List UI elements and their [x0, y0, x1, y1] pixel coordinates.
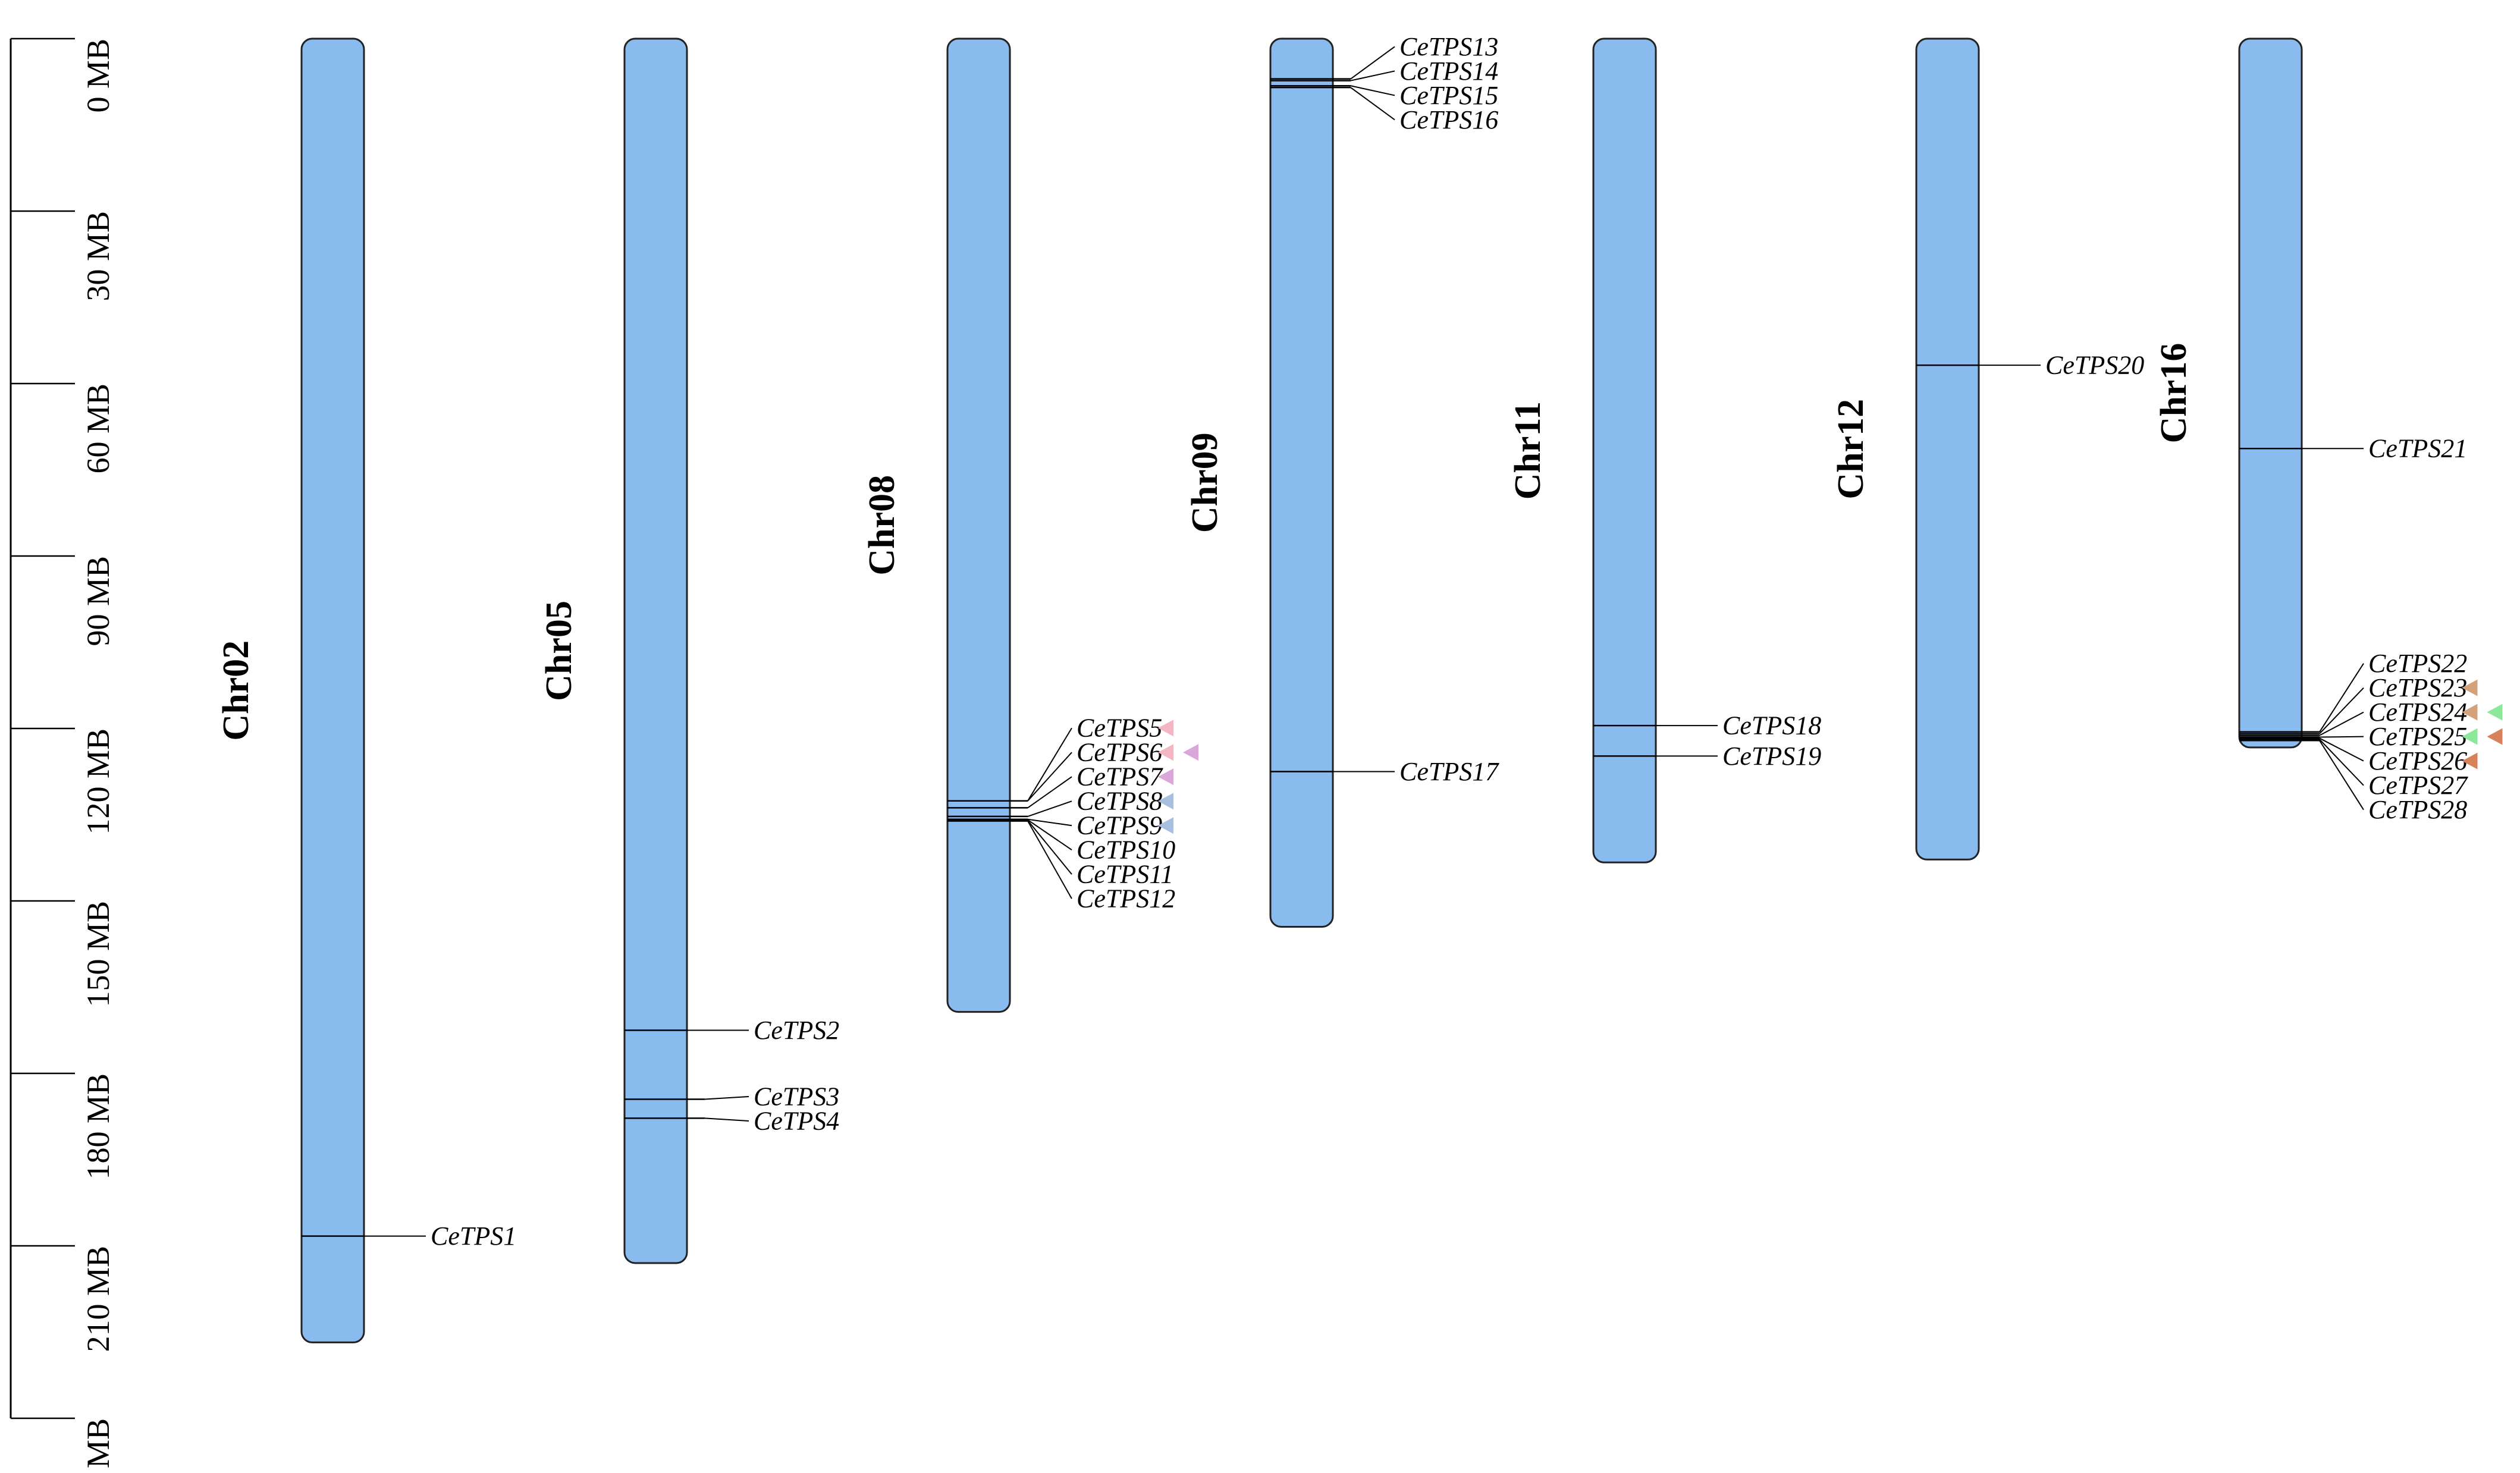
gene-label: CeTPS23 [2368, 673, 2467, 702]
gene-pair-marker [2487, 703, 2503, 721]
gene-label: CeTPS10 [1077, 836, 1175, 865]
gene-label: CeTPS14 [1399, 56, 1498, 86]
gene-label: CeTPS20 [2045, 351, 2144, 380]
gene-connector [1027, 776, 1072, 809]
gene-label: CeTPS4 [754, 1106, 839, 1135]
scale-tick-label: 150 MB [80, 901, 116, 1007]
chromosome-bar [2238, 37, 2303, 749]
chromosomes: Chr02CeTPS1Chr05CeTPS2CeTPS3CeTPS4Chr08C… [216, 32, 2503, 1343]
gene-connector [2319, 740, 2364, 811]
chromosome-label: Chr08 [862, 475, 902, 576]
scale-axis: 0 MB 30 MB 60 MB 90 MB 120 MB 150 MB 180 MB 210… [10, 37, 116, 1473]
gene-pair-marker [2487, 728, 2503, 745]
chromosome-bar [1915, 37, 1980, 860]
gene-connector [1027, 727, 1072, 802]
gene-label: CeTPS1 [431, 1221, 516, 1251]
gene-connector [704, 1095, 749, 1100]
scale-tick-label: 0 MB [80, 39, 116, 113]
gene-label: CeTPS27 [2368, 771, 2468, 800]
gene-pair-marker [2462, 752, 2478, 770]
gene-connector [1027, 818, 1072, 827]
gene-connector [2319, 663, 2364, 733]
gene-connector [704, 1117, 749, 1122]
gene-pair-marker [2462, 728, 2478, 745]
chromosome-bar [946, 37, 1011, 1013]
gene-connector [1027, 800, 1072, 817]
gene-pair-marker [2462, 703, 2478, 721]
gene-label: CeTPS28 [2368, 795, 2467, 824]
gene-label: CeTPS16 [1399, 105, 1498, 134]
gene-label: CeTPS24 [2368, 698, 2467, 727]
gene-connector [1350, 85, 1395, 96]
gene-connector [1350, 46, 1395, 80]
chromosome-label: Chr16 [2154, 343, 2194, 444]
gene-label: CeTPS2 [754, 1016, 839, 1045]
gene-pair-marker [2462, 679, 2478, 696]
gene-connector [2319, 737, 2364, 762]
chromosome-bar [300, 37, 365, 1343]
chromosome-chr08: Chr08CeTPS5CeTPS6CeTPS7CeTPS8CeTPS9CeTPS… [862, 37, 1198, 1013]
chromosome-label: Chr05 [539, 601, 579, 701]
gene-pair-marker [1158, 744, 1173, 761]
gene-label: CeTPS11 [1077, 860, 1173, 889]
gene-label: CeTPS26 [2368, 746, 2467, 775]
gene-label: CeTPS5 [1077, 714, 1162, 743]
gene-pair-marker [1183, 744, 1198, 761]
chromosome-label: Chr02 [216, 640, 256, 741]
chromosome-label: Chr09 [1185, 432, 1225, 533]
chromosome-label: Chr11 [1508, 401, 1548, 500]
chromosome-chr12: Chr12 CeTPS20 [1831, 37, 2144, 860]
gene-connector [2319, 739, 2364, 786]
gene-label: CeTPS22 [2368, 649, 2467, 678]
gene-label: CeTPS6 [1077, 738, 1162, 767]
scale-tick-label: 120 MB [80, 728, 116, 835]
gene-label: CeTPS12 [1077, 884, 1175, 913]
gene-label: CeTPS3 [754, 1082, 839, 1111]
gene-label: CeTPS25 [2368, 722, 2467, 751]
gene-connector [1350, 70, 1395, 81]
chromosome-bar [1269, 37, 1334, 928]
chromosome-bar [623, 37, 688, 1264]
gene-connector [2319, 711, 2364, 736]
gene-label: CeTPS15 [1399, 81, 1498, 110]
gene-label: CeTPS17 [1399, 757, 1499, 786]
gene-pair-marker [1158, 817, 1173, 834]
scale-tick-label: 210 MB [80, 1246, 116, 1352]
gene-label: CeTPS8 [1077, 787, 1162, 816]
gene-connector [1027, 821, 1072, 899]
gene-connector [1027, 819, 1072, 851]
gene-label: CeTPS7 [1077, 762, 1163, 792]
gene-label: CeTPS21 [2368, 434, 2467, 463]
scale-tick-label: 180 MB [80, 1073, 116, 1180]
chromosome-label: Chr12 [1831, 399, 1871, 500]
gene-label: CeTPS13 [1399, 32, 1498, 61]
chromosome-chr16: Chr16CeTPS21CeTPS22CeTPS23CeTPS24CeTPS25… [2154, 37, 2503, 824]
gene-connector [1027, 820, 1072, 875]
gene-pair-marker [1158, 793, 1173, 810]
gene-pair-marker [1158, 720, 1173, 737]
scale-tick-label: 90 MB [80, 556, 116, 646]
gene-connector [1027, 752, 1072, 802]
gene-connector [1350, 87, 1395, 121]
gene-label: CeTPS19 [1722, 742, 1821, 771]
scale-tick-label: 240 MB [80, 1418, 116, 1473]
scale-tick-label: 30 MB [80, 211, 116, 301]
scale-tick-label: 60 MB [80, 384, 116, 474]
gene-label: CeTPS18 [1722, 711, 1821, 740]
gene-label: CeTPS9 [1077, 811, 1162, 840]
gene-connector [2319, 687, 2364, 734]
gene-pair-marker [1158, 768, 1173, 786]
chromosome-bar [1592, 37, 1657, 863]
